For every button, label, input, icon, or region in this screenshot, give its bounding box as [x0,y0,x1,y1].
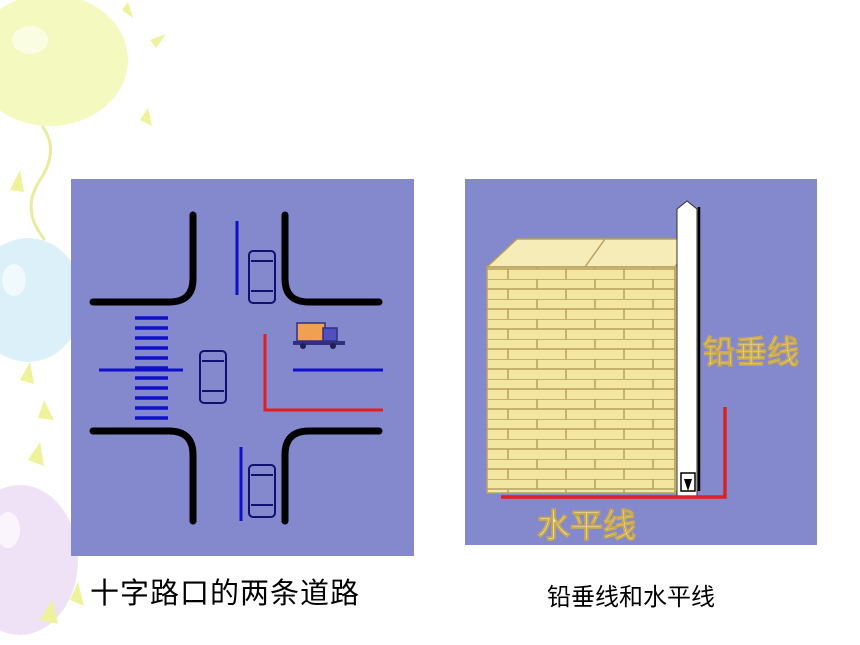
horizontal-line [501,407,727,499]
crossroad-caption: 十字路口的两条道路 [90,576,361,610]
wall-diagram: 铅垂线 水平线 [465,179,817,545]
wall-caption: 铅垂线和水平线 [547,583,715,611]
crossroad-diagram [71,179,414,556]
blue-balloon [0,238,83,362]
lane-lines [99,221,383,521]
truck-icon [293,322,345,349]
horizontal-line-label: 水平线 [537,506,636,545]
yellow-balloon [0,0,128,241]
sparkles [10,2,166,624]
crosswalk [135,316,168,420]
balloon-decoration [0,0,166,635]
purple-balloon [0,485,78,635]
vertical-line-label: 铅垂线 [703,333,799,371]
car-bottom [248,464,276,518]
perpendicular-marker [263,334,383,412]
road-edges [89,211,383,525]
car-middle [199,350,227,404]
brick-wall [485,236,699,495]
plumb-line [676,200,701,498]
car-top [248,250,276,304]
